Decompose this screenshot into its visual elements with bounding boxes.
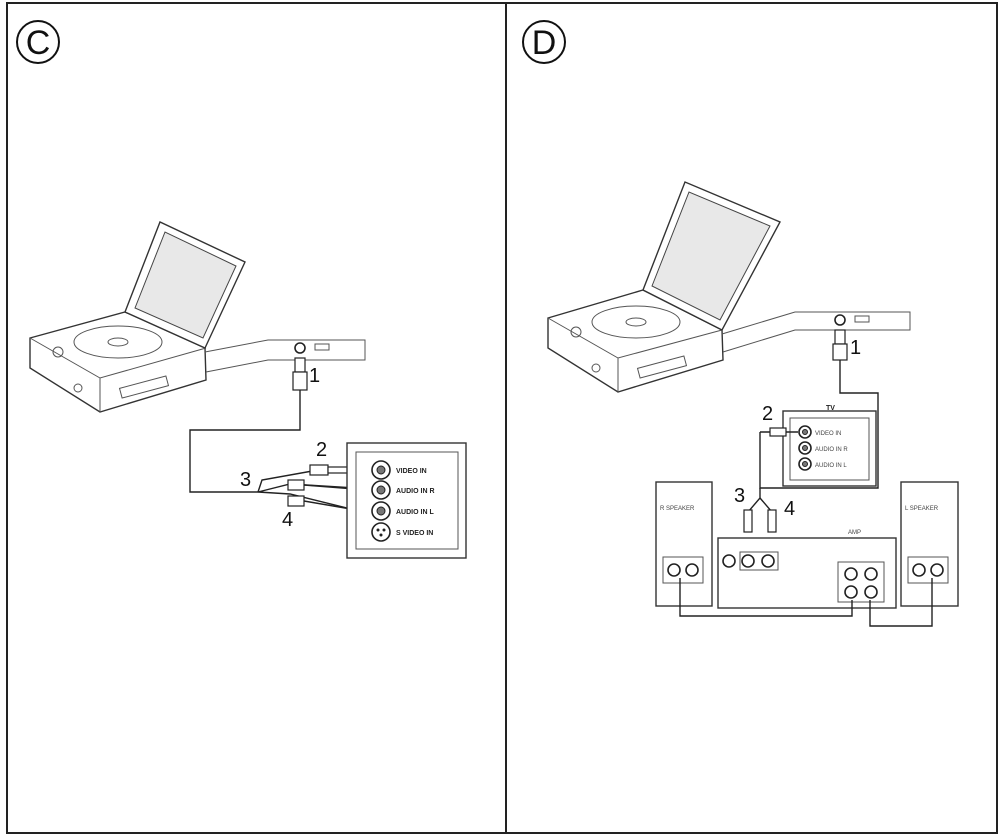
- callout-d-4: 4: [784, 498, 795, 520]
- tv-jack-audio-r: AUDIO IN R: [371, 480, 435, 500]
- tv-jack-audio-l: AUDIO IN L: [371, 501, 434, 521]
- amp-speaker-outputs: [837, 561, 885, 603]
- amplifier: AMP: [717, 530, 897, 609]
- tv-jack-label-s-video: S VIDEO IN: [396, 530, 433, 537]
- panel-c: C: [16, 20, 467, 559]
- disc-tray-d: [591, 305, 681, 339]
- panel-c-label-circle: [16, 20, 60, 64]
- video-plug-d: [769, 427, 787, 437]
- portable-dvd-player-d: [547, 181, 911, 393]
- speaker-wires: [679, 578, 933, 627]
- panel-d-label-circle: [522, 20, 566, 64]
- amp-audio-in-l: [761, 554, 775, 568]
- tv-panel-outer: [346, 442, 467, 559]
- panel-c-label: C: [16, 20, 60, 64]
- outer-border: [6, 2, 998, 834]
- panel-d-label: D: [522, 20, 566, 64]
- speaker-wire-left: [869, 578, 933, 627]
- callout-2: 2: [316, 439, 327, 461]
- audio-plug-3: [743, 509, 753, 533]
- panel-c-letter: C: [26, 24, 51, 62]
- tv-jack-s-video: S VIDEO IN: [371, 522, 433, 542]
- callout-1: 1: [309, 365, 320, 387]
- tv-input-panel-d: TV VIDEO IN AUDIO IN R AUDIO IN L: [782, 405, 877, 487]
- portable-dvd-player: [29, 221, 366, 413]
- speaker-l-label: L SPEAKER: [905, 506, 939, 512]
- speaker-l-box: [900, 481, 959, 607]
- tv-d-label-audio-r: AUDIO IN R: [815, 447, 848, 453]
- dvd-output-panel-d: [721, 311, 911, 353]
- video-lead: [257, 469, 319, 493]
- tv-jack-label-audio-l: AUDIO IN L: [396, 509, 434, 516]
- av-plug-1-d: [834, 329, 846, 345]
- amp-label: AMP: [848, 530, 861, 536]
- callout-d-2: 2: [762, 403, 773, 425]
- amp-audio-in-r: [741, 554, 755, 568]
- tv-input-panel-c: VIDEO IN AUDIO IN R AUDIO IN L S VIDEO I…: [346, 442, 467, 559]
- speaker-r-box: [655, 481, 713, 607]
- dvd-screen-d: [651, 191, 771, 321]
- av-cable-main-d: [759, 360, 879, 489]
- audio-l-lead: [257, 491, 356, 511]
- callout-3: 3: [240, 469, 251, 491]
- speaker-right: R SPEAKER: [655, 481, 713, 607]
- speaker-left: L SPEAKER: [900, 481, 959, 607]
- disc-tray: [73, 325, 163, 359]
- tv-jack-label-audio-r: AUDIO IN R: [396, 488, 435, 495]
- tv-d-label-video: VIDEO IN: [815, 431, 841, 437]
- av-cable-d: [743, 329, 880, 576]
- speaker-r-label: R SPEAKER: [660, 506, 695, 512]
- av-cable-c: [189, 357, 372, 513]
- tv-d-jack-audio-l: AUDIO IN L: [798, 457, 847, 471]
- callout-d-1: 1: [850, 337, 861, 359]
- dvd-av-out-jack: [294, 342, 306, 354]
- tv-d-label-audio-l: AUDIO IN L: [815, 463, 847, 469]
- tv-d-jack-video: VIDEO IN: [798, 425, 841, 439]
- speaker-wire-right: [679, 578, 853, 617]
- dvd-av-out-jack-d: [834, 314, 846, 326]
- panel-d-letter: D: [532, 24, 557, 62]
- dvd-front-buttons: [118, 375, 170, 399]
- audio-plug-4: [767, 509, 777, 533]
- dvd-output-panel: [204, 339, 366, 373]
- callout-d-3: 3: [734, 485, 745, 507]
- dvd-screen: [134, 231, 237, 339]
- video-plug: [309, 464, 329, 476]
- tv-d-jack-audio-r: AUDIO IN R: [798, 441, 848, 455]
- page-frame: [6, 2, 998, 834]
- tv-jack-label-video: VIDEO IN: [396, 468, 427, 475]
- callout-4: 4: [282, 509, 293, 531]
- av-cable-main: [189, 390, 301, 493]
- av-plug-1: [294, 357, 306, 373]
- audio-r-plug: [287, 479, 305, 491]
- audio-l-plug: [287, 495, 305, 507]
- tv-label-d: TV: [826, 405, 835, 412]
- tv-jack-video: VIDEO IN: [371, 460, 427, 480]
- panel-d: D TV VIDEO IN: [522, 20, 959, 627]
